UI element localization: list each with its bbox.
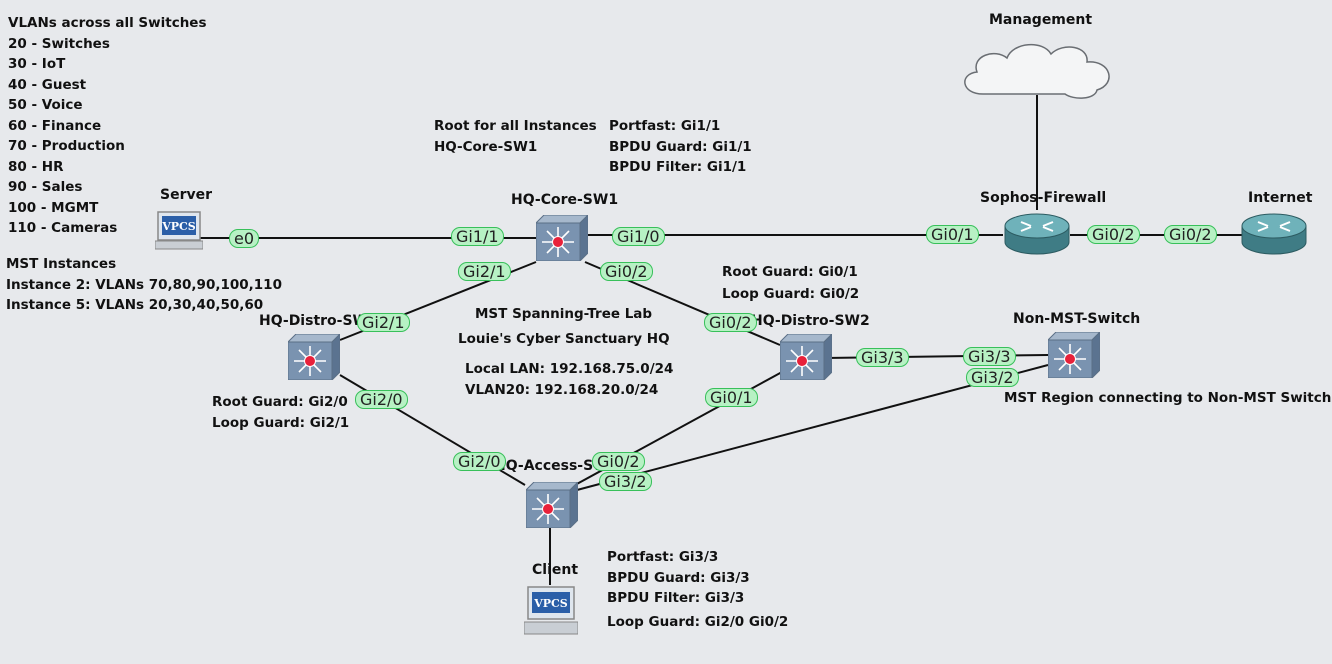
- core-port-note-line: Portfast: Gi1/1: [609, 118, 721, 134]
- vpcs-text: VPCS: [533, 597, 568, 610]
- root-note-line: Root for all Instances: [434, 118, 597, 134]
- port-d2-gi3-3[interactable]: Gi3/3: [856, 348, 909, 367]
- port-nm-gi3-3[interactable]: Gi3/3: [963, 347, 1016, 366]
- vlan-note-line: 90 - Sales: [8, 179, 83, 195]
- root-notes: Root for all Instances HQ-Core-SW1: [434, 116, 597, 157]
- core-port-note-line: BPDU Guard: Gi1/1: [609, 138, 752, 155]
- port-nm-gi3-2[interactable]: Gi3/2: [966, 368, 1019, 387]
- cloud-icon: [964, 44, 1110, 99]
- port-server-e0[interactable]: e0: [229, 229, 260, 248]
- router-icon: [1004, 213, 1070, 255]
- port-core-gi1-0[interactable]: Gi1/0: [612, 227, 665, 246]
- vlan-note-line: 40 - Guest: [8, 76, 87, 93]
- distro1-switch[interactable]: [286, 332, 342, 382]
- internet-label: Internet: [1248, 190, 1313, 206]
- vlan-note-line: 30 - IoT: [8, 56, 66, 72]
- vlan-note-line: 20 - Switches: [8, 35, 110, 52]
- distro2-note-line: Root Guard: Gi0/1: [722, 264, 858, 280]
- vlan-note-line: 80 - HR: [8, 158, 64, 175]
- firewall-label: Sophos-Firewall: [980, 190, 1107, 206]
- port-acc-gi3-2[interactable]: Gi3/2: [599, 472, 652, 491]
- port-d1-gi2-1[interactable]: Gi2/1: [357, 313, 410, 332]
- link-access-nonmst: [576, 364, 1049, 491]
- server-label: Server: [160, 187, 213, 203]
- distro2-note-line: Loop Guard: Gi0/2: [722, 286, 860, 302]
- port-acc-gi2-0[interactable]: Gi2/0: [453, 452, 506, 471]
- computer-icon: VPCS: [154, 211, 204, 250]
- vlan-note-line: VLANs across all Switches: [8, 15, 207, 31]
- distro2-notes: Root Guard: Gi0/1 Loop Guard: Gi0/2: [722, 261, 859, 305]
- client-vpcs[interactable]: VPCS: [523, 585, 579, 637]
- vlan-note-line: 110 - Cameras: [8, 220, 118, 236]
- router-icon: [1241, 213, 1307, 255]
- port-d1-gi2-0[interactable]: Gi2/0: [355, 390, 408, 409]
- mst-note-line: Instance 2: VLANs 70,80,90,100,110: [6, 276, 282, 293]
- client-note-line: BPDU Guard: Gi3/3: [607, 569, 750, 586]
- core-port-note-line: BPDU Filter: Gi1/1: [609, 159, 747, 175]
- vlan-note-line: 50 - Voice: [8, 97, 83, 113]
- distro1-note-line: Loop Guard: Gi2/1: [212, 414, 350, 431]
- distro1-label: HQ-Distro-SW1: [259, 313, 378, 329]
- client-notes: Portfast: Gi3/3 BPDU Guard: Gi3/3 BPDU F…: [607, 547, 788, 632]
- access-label: HQ-Access-SW1: [494, 458, 619, 474]
- management-label: Management: [989, 12, 1093, 28]
- distro2-label: HQ-Distro-SW2: [751, 313, 870, 329]
- vpcs-text: VPCS: [161, 220, 196, 233]
- lab-subtitle: Louie's Cyber Sanctuary HQ: [458, 331, 670, 347]
- distro2-switch[interactable]: [778, 332, 834, 382]
- region-note: MST Region connecting to Non-MST Switch: [1004, 390, 1332, 406]
- vlan-note-line: 60 - Finance: [8, 117, 102, 134]
- port-core-gi1-1[interactable]: Gi1/1: [451, 227, 504, 246]
- vlan20-note: VLAN20: 192.168.20.0/24: [465, 382, 659, 398]
- mst-note-line: MST Instances: [6, 256, 117, 272]
- vlan-note-line: 70 - Production: [8, 138, 125, 154]
- port-fw-gi0-1[interactable]: Gi0/1: [926, 225, 979, 244]
- nonmst-switch[interactable]: [1046, 330, 1102, 380]
- multilayer-switch-icon: [1046, 330, 1102, 380]
- core-port-notes: Portfast: Gi1/1 BPDU Guard: Gi1/1 BPDU F…: [609, 116, 752, 178]
- access-switch[interactable]: [524, 480, 580, 530]
- client-label: Client: [532, 562, 579, 578]
- client-note-line: BPDU Filter: Gi3/3: [607, 590, 745, 606]
- management-cloud[interactable]: [955, 38, 1120, 103]
- multilayer-switch-icon: [534, 213, 590, 263]
- multilayer-switch-icon: [286, 332, 342, 382]
- firewall-router[interactable]: [1003, 212, 1071, 256]
- multilayer-switch-icon: [524, 480, 580, 530]
- port-core-gi0-2[interactable]: Gi0/2: [600, 262, 653, 281]
- core-label: HQ-Core-SW1: [511, 192, 619, 208]
- port-core-gi2-1[interactable]: Gi2/1: [458, 262, 511, 281]
- distro1-notes: Root Guard: Gi2/0 Loop Guard: Gi2/1: [212, 392, 349, 433]
- computer-icon: VPCS: [523, 586, 579, 635]
- internet-router[interactable]: [1240, 212, 1308, 256]
- vlan-notes: VLANs across all Switches 20 - Switches …: [8, 13, 207, 239]
- local-lan-note: Local LAN: 192.168.75.0/24: [465, 361, 674, 377]
- multilayer-switch-icon: [778, 332, 834, 382]
- server-vpcs[interactable]: VPCS: [154, 210, 204, 250]
- root-note-line: HQ-Core-SW1: [434, 138, 538, 155]
- client-note-line: Portfast: Gi3/3: [607, 549, 719, 565]
- mst-notes: MST Instances Instance 2: VLANs 70,80,90…: [6, 254, 282, 316]
- mst-note-line: Instance 5: VLANs 20,30,40,50,60: [6, 297, 264, 313]
- client-note-line: Loop Guard: Gi2/0 Gi0/2: [607, 613, 789, 630]
- port-inet-gi0-2[interactable]: Gi0/2: [1164, 225, 1217, 244]
- port-acc-gi0-2[interactable]: Gi0/2: [592, 452, 645, 471]
- port-d2-gi0-1[interactable]: Gi0/1: [705, 388, 758, 407]
- distro1-note-line: Root Guard: Gi2/0: [212, 394, 348, 410]
- core-switch[interactable]: [534, 213, 590, 263]
- lab-title: MST Spanning-Tree Lab: [475, 306, 653, 322]
- port-d2-gi0-2[interactable]: Gi0/2: [704, 313, 757, 332]
- nonmst-label: Non-MST-Switch: [1013, 311, 1141, 327]
- port-fw-gi0-2[interactable]: Gi0/2: [1087, 225, 1140, 244]
- vlan-note-line: 100 - MGMT: [8, 199, 99, 216]
